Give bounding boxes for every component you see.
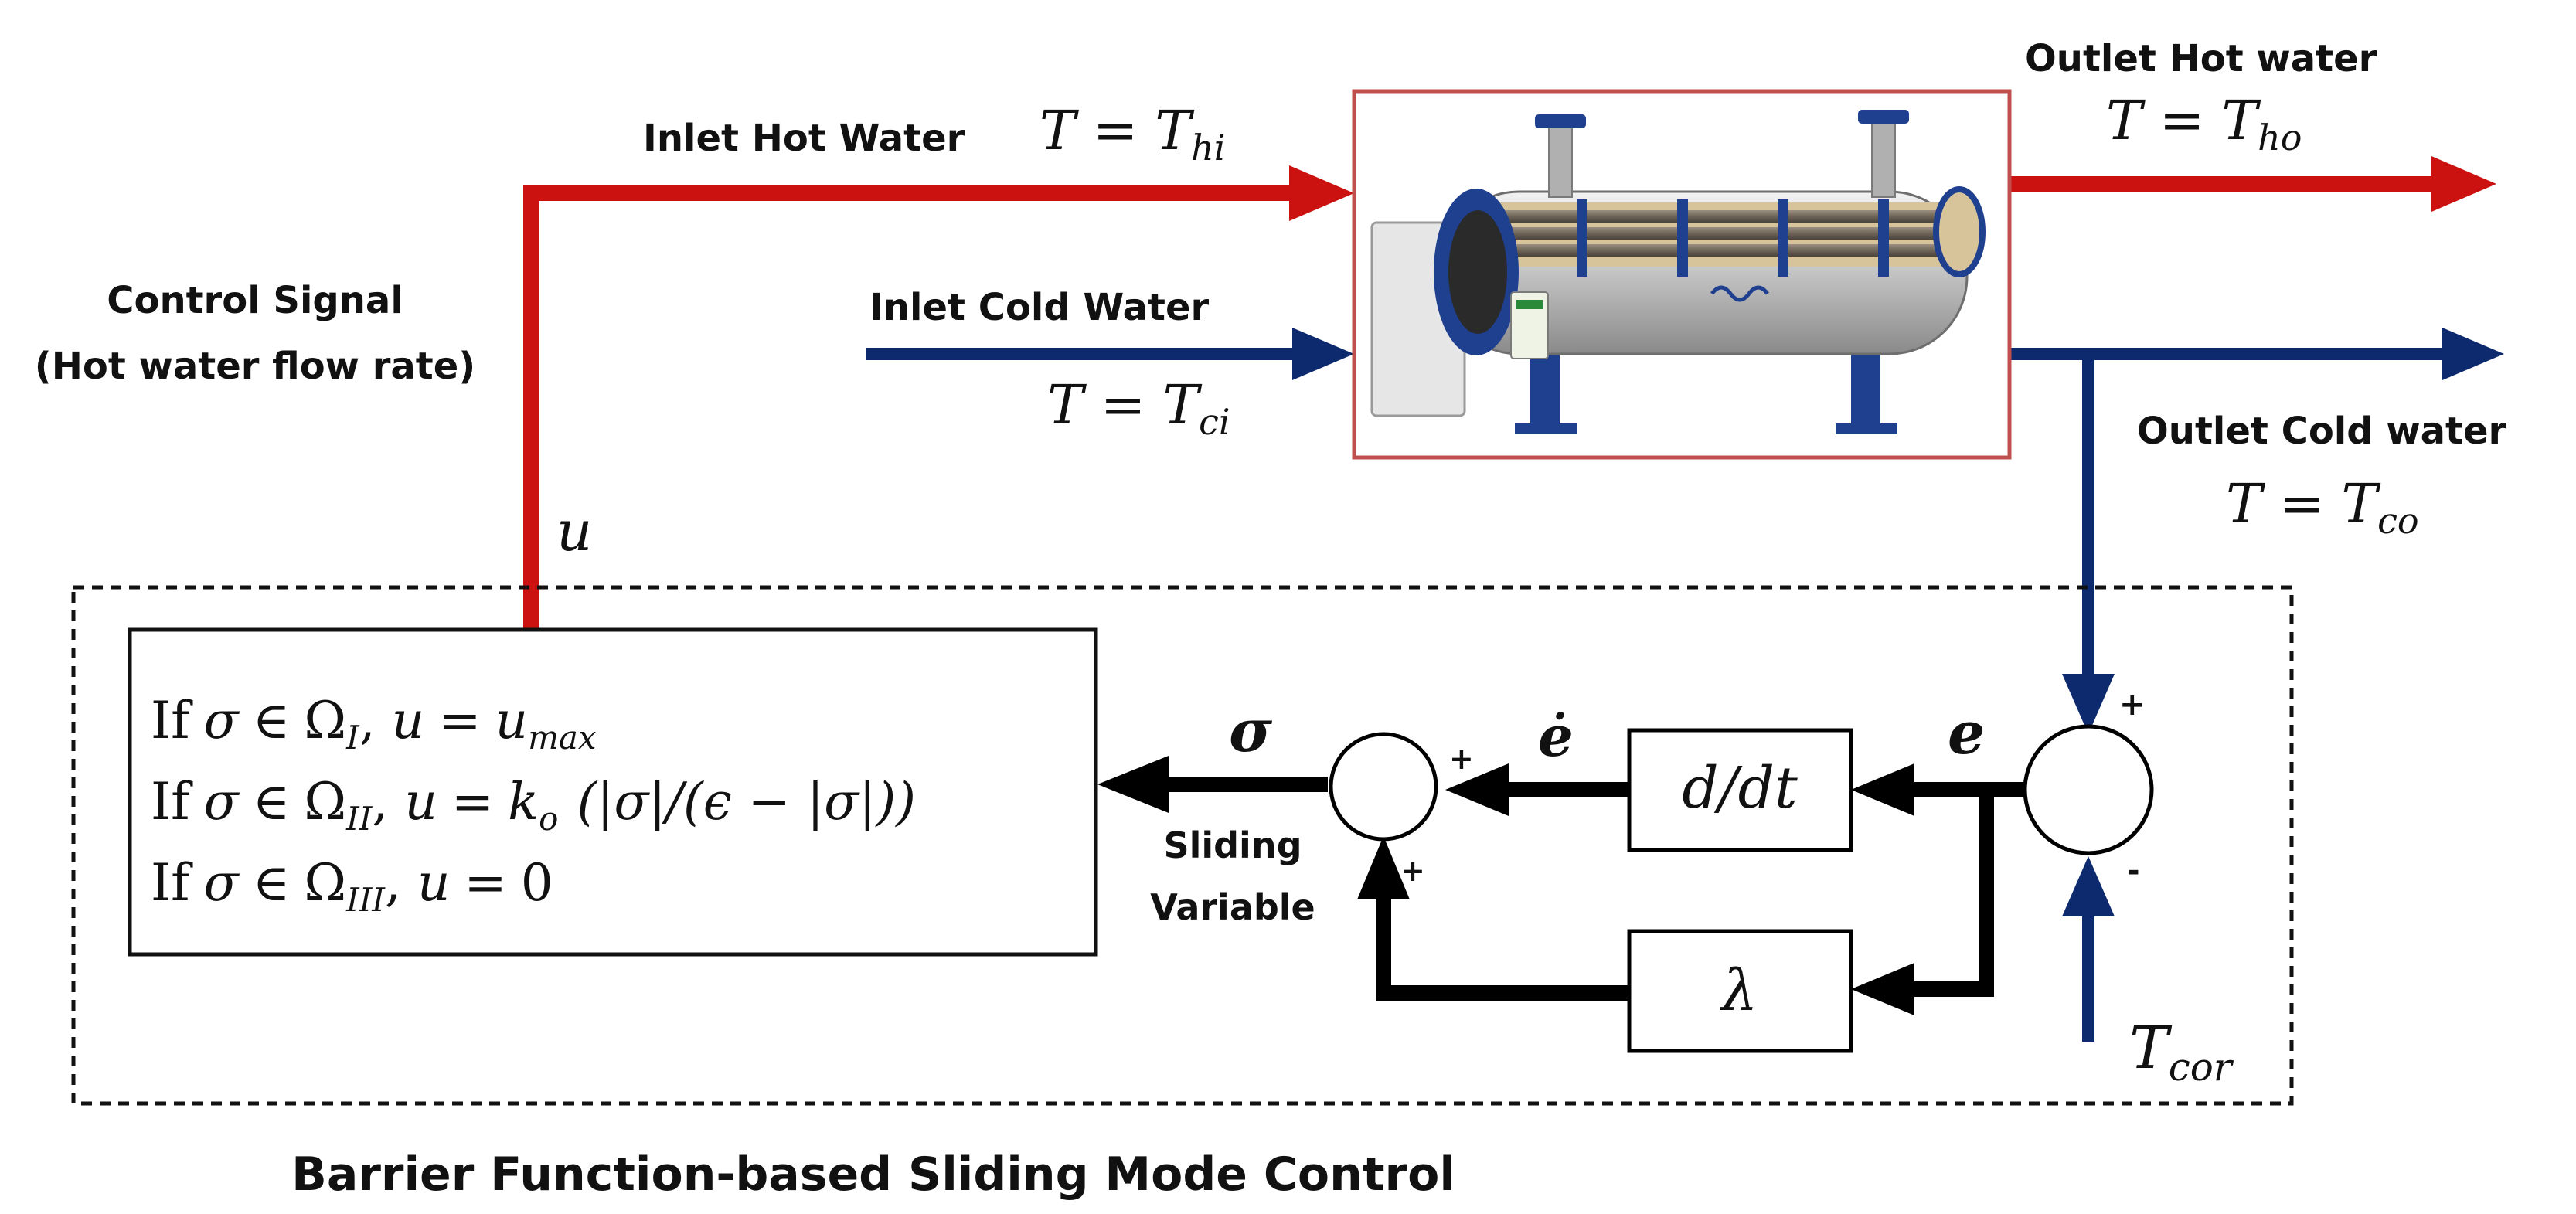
controller-title: Barrier Function-based Sliding Mode Cont… (291, 1148, 1455, 1202)
cold-water-path (866, 328, 2504, 1042)
summer-right-bottom-sign: - (2127, 853, 2140, 889)
outlet-hot-temperature: T=Tho (2106, 89, 2302, 158)
feedback-arrow (2062, 674, 2115, 734)
control-law-box (128, 627, 1098, 957)
signal-paths (1097, 756, 2025, 1015)
derivative-block (1627, 728, 1853, 852)
outlet-cold-temperature: T=Tco (2226, 472, 2419, 542)
inlet-hot-arrow (1289, 165, 1354, 221)
e-label: e (1948, 699, 1985, 767)
lambda-block (1627, 929, 1853, 1053)
outlet-cold-arrow (2442, 328, 2504, 380)
inlet-hot-temperature: T=Thi (1040, 99, 1225, 168)
summer-right-top-sign: + (2119, 687, 2146, 723)
derivative-block-label: d/dt (1682, 755, 1798, 821)
summer-left-bottom-sign: + (1400, 854, 1425, 888)
reference-arrow (2062, 856, 2115, 916)
control-signal-label: Control Signal (107, 279, 403, 322)
lambda-block-label: λ (1720, 957, 1758, 1024)
controller-frame (71, 585, 2294, 1106)
outlet-cold-label: Outlet Cold water (2137, 410, 2507, 453)
summer-left-top-sign: + (1449, 742, 1474, 776)
inlet-cold-label: Inlet Cold Water (869, 286, 1210, 329)
sigma-label: σ (1229, 696, 1273, 765)
inlet-cold-arrow (1292, 328, 1354, 380)
control-signal-sublabel: (Hot water flow rate) (35, 345, 475, 388)
sliding-variable-sublabel: Variable (1150, 886, 1315, 928)
e-dot-label: ė (1538, 703, 1574, 769)
inlet-hot-label: Inlet Hot Water (643, 117, 965, 160)
control-signal-u: u (556, 498, 592, 563)
summer-right (2023, 724, 2154, 855)
outlet-hot-label: Outlet Hot water (2025, 37, 2377, 80)
sliding-variable-label: Sliding (1163, 825, 1302, 866)
outlet-hot-arrow (2431, 156, 2496, 212)
inlet-cold-temperature: T=Tci (1047, 373, 1230, 443)
hot-water-path (523, 156, 2496, 630)
shell-and-tube-heat-exchanger-icon (1352, 89, 2012, 460)
summer-left (1329, 732, 1438, 842)
reference-temperature: Tcor (2129, 1013, 2234, 1090)
